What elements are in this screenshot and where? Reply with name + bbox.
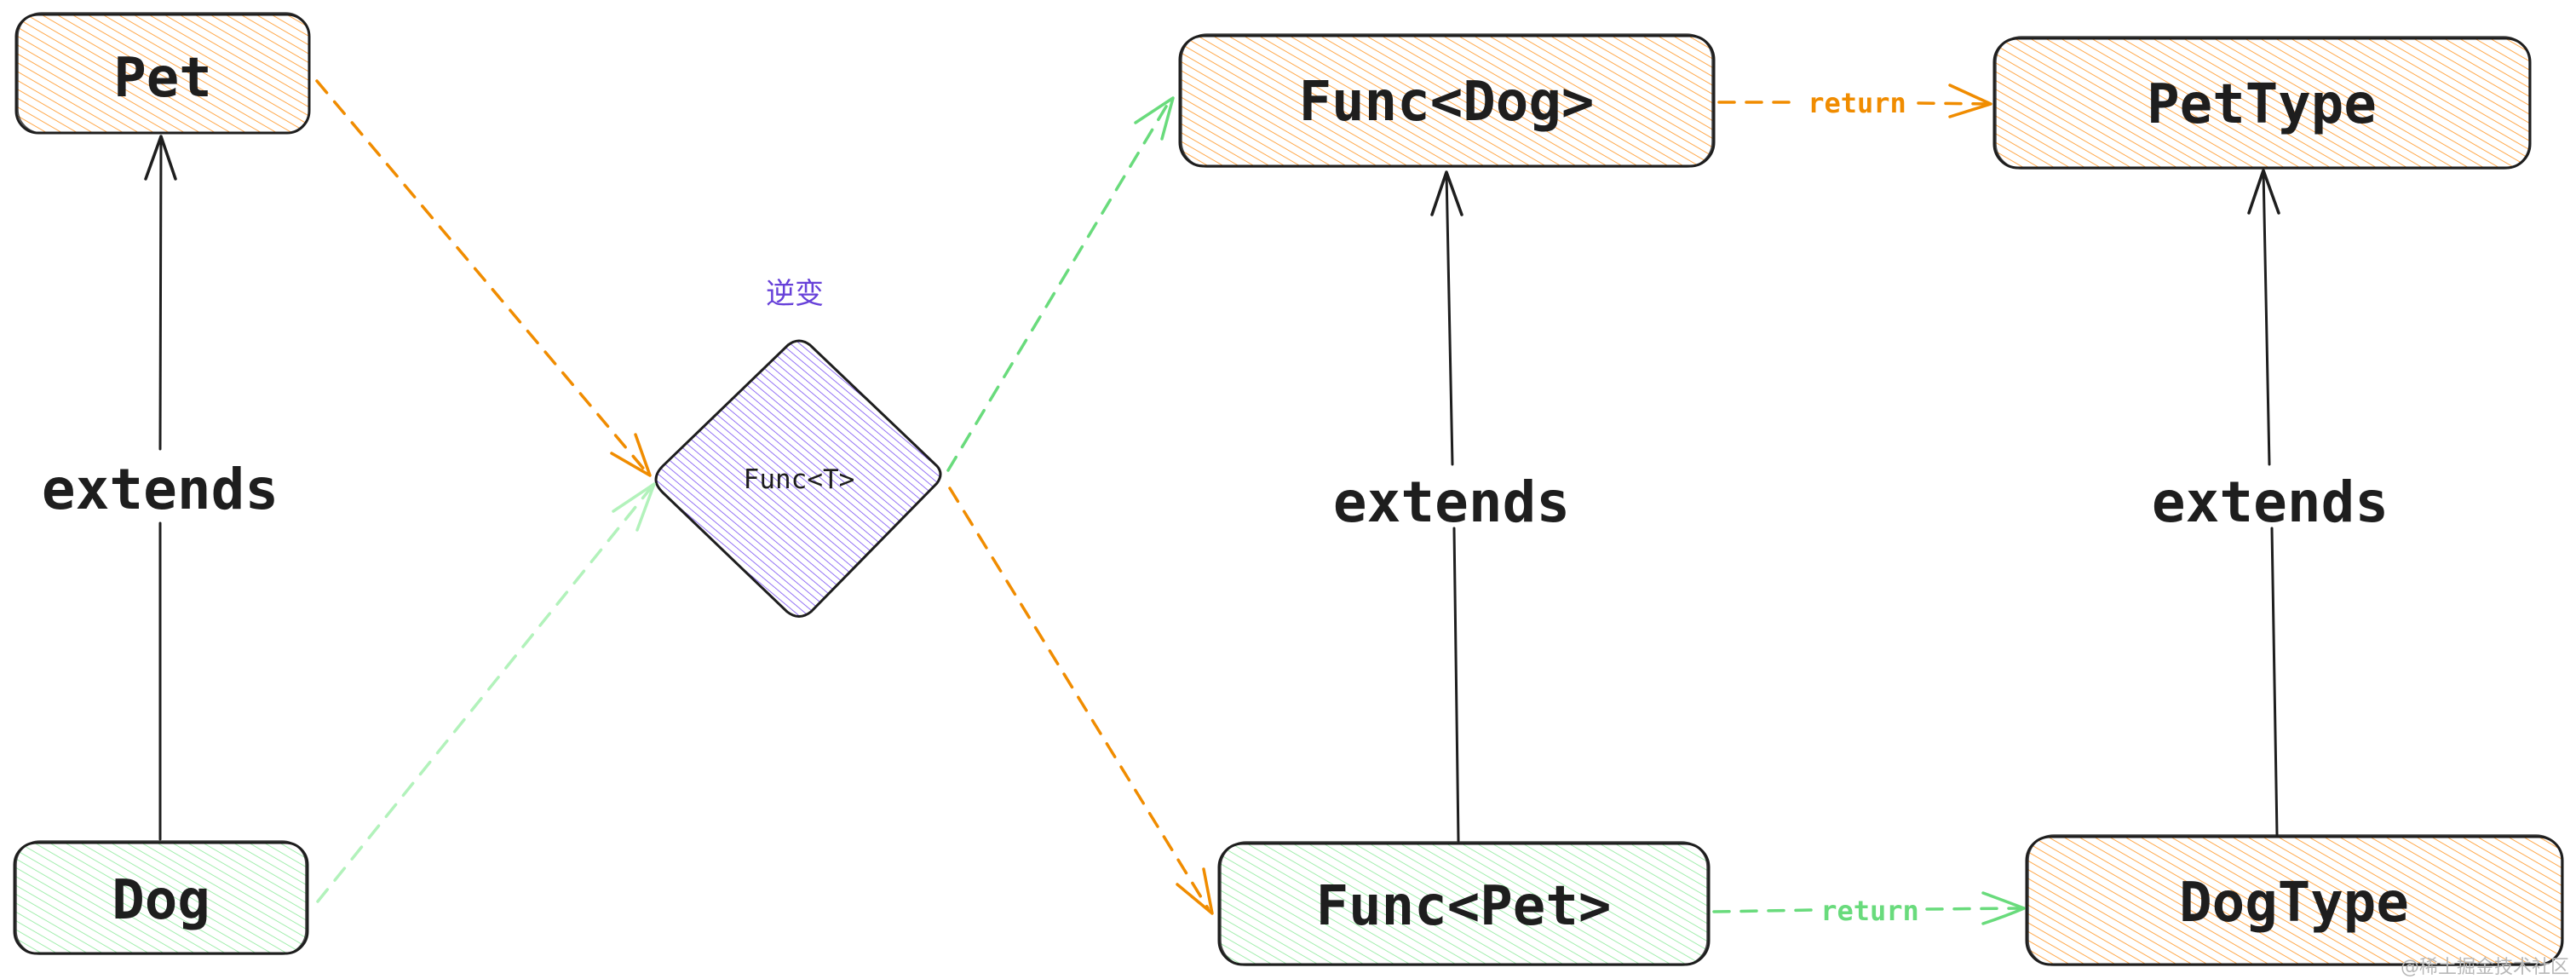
edge-funct-to-funcdog[interactable] (946, 96, 1175, 472)
edge-funcpet-return-dogtype-right (1925, 907, 2024, 911)
edge-dogtype-extends-pettype[interactable]: extends (2152, 169, 2389, 837)
edge-dog-extends-pet-label: extends (42, 457, 279, 522)
node-func-pet-sketch-stroke (1220, 841, 1708, 966)
watermark: @稀土掘金技术社区 (2401, 957, 2569, 978)
arrowhead-icon (144, 135, 177, 181)
node-dog-type-label: DogType (2179, 872, 2409, 935)
arrowhead-icon (610, 433, 652, 477)
node-pet-label: Pet (113, 47, 212, 110)
node-func-t-label: Func<T> (744, 464, 855, 495)
node-func-dog[interactable]: Func<Dog> (1178, 33, 1716, 168)
node-pet-type-label: PetType (2147, 73, 2377, 136)
edge-dogtype-extends-pettype-upper (2262, 169, 2271, 466)
edge-dog-to-funct-line (316, 487, 652, 903)
node-dog-type-sketch-stroke (2027, 834, 2562, 966)
edge-funcpet-extends-funcdog-upper (1445, 170, 1454, 466)
edge-funct-to-funcpet[interactable] (948, 487, 1214, 915)
contravariance-annotation: 逆变 (766, 277, 824, 311)
arrowhead-icon (1430, 170, 1463, 216)
edge-funcpet-return-dogtype-label: return (1820, 895, 1919, 927)
node-func-t-fill (656, 341, 940, 617)
edge-pet-to-funct[interactable] (315, 79, 652, 477)
edge-funcdog-return-pettype[interactable]: return (1717, 84, 1992, 119)
edge-funcpet-return-dogtype[interactable]: return (1712, 891, 2026, 927)
node-func-dog-sketch-stroke (1181, 33, 1713, 168)
node-func-pet[interactable]: Func<Pet> (1217, 841, 1711, 966)
node-func-pet-fill (1219, 844, 1709, 965)
node-pet-type-fill (1994, 38, 2530, 168)
node-dog-type-fill (2027, 837, 2562, 965)
node-pet-type[interactable]: PetType (1992, 36, 2532, 170)
edge-dogtype-extends-pettype-lower (2270, 527, 2279, 837)
node-func-pet-label: Func<Pet> (1316, 875, 1612, 938)
edge-funcdog-return-pettype-right (1917, 101, 1991, 106)
node-dog-type-border (2025, 835, 2564, 966)
edge-funcpet-return-dogtype-left (1712, 908, 1814, 913)
edge-funcpet-extends-funcdog-lower (1452, 527, 1460, 843)
edge-pet-to-funct-line (315, 79, 647, 473)
edge-dog-extends-pet[interactable]: extends (42, 135, 279, 841)
edge-funcpet-extends-funcdog[interactable]: extends (1333, 170, 1570, 843)
edge-dog-to-funct[interactable] (316, 482, 656, 903)
node-dog-type[interactable]: DogType (2025, 834, 2564, 966)
edge-dogtype-extends-pettype-label: extends (2152, 469, 2389, 535)
node-dog-sketch-stroke (15, 840, 307, 955)
node-dog-border (13, 841, 309, 955)
arrowhead-icon (612, 482, 656, 532)
node-func-dog-fill (1180, 36, 1714, 166)
node-func-t[interactable]: Func<T> (654, 339, 942, 618)
edge-funct-to-funcpet-line (948, 487, 1210, 910)
edge-funcpet-extends-funcdog-label: extends (1333, 469, 1570, 535)
node-dog-fill (14, 843, 308, 953)
arrowhead-icon (1981, 891, 2026, 925)
node-pet-fill (16, 14, 309, 133)
node-func-dog-border (1178, 34, 1716, 168)
node-func-t-border (654, 339, 942, 618)
node-dog-label: Dog (112, 869, 210, 932)
edge-funcdog-return-pettype-label: return (1808, 87, 1906, 119)
node-pet-type-border (1992, 37, 2532, 170)
edge-funct-to-funcdog-line (946, 101, 1170, 472)
arrowhead-icon (1134, 96, 1175, 141)
node-func-dog-label: Func<Dog> (1299, 71, 1595, 134)
edge-dog-extends-pet-upper (158, 135, 163, 451)
arrowhead-icon (1948, 84, 1992, 118)
arrowhead-icon (1176, 867, 1214, 915)
node-func-pet-border (1217, 842, 1711, 966)
arrowhead-icon (2247, 169, 2280, 215)
node-pet-type-sketch-stroke (1995, 36, 2530, 170)
node-dog[interactable]: Dog (13, 840, 309, 955)
node-pet[interactable]: Pet (14, 12, 311, 135)
node-pet-sketch-stroke (17, 12, 310, 134)
